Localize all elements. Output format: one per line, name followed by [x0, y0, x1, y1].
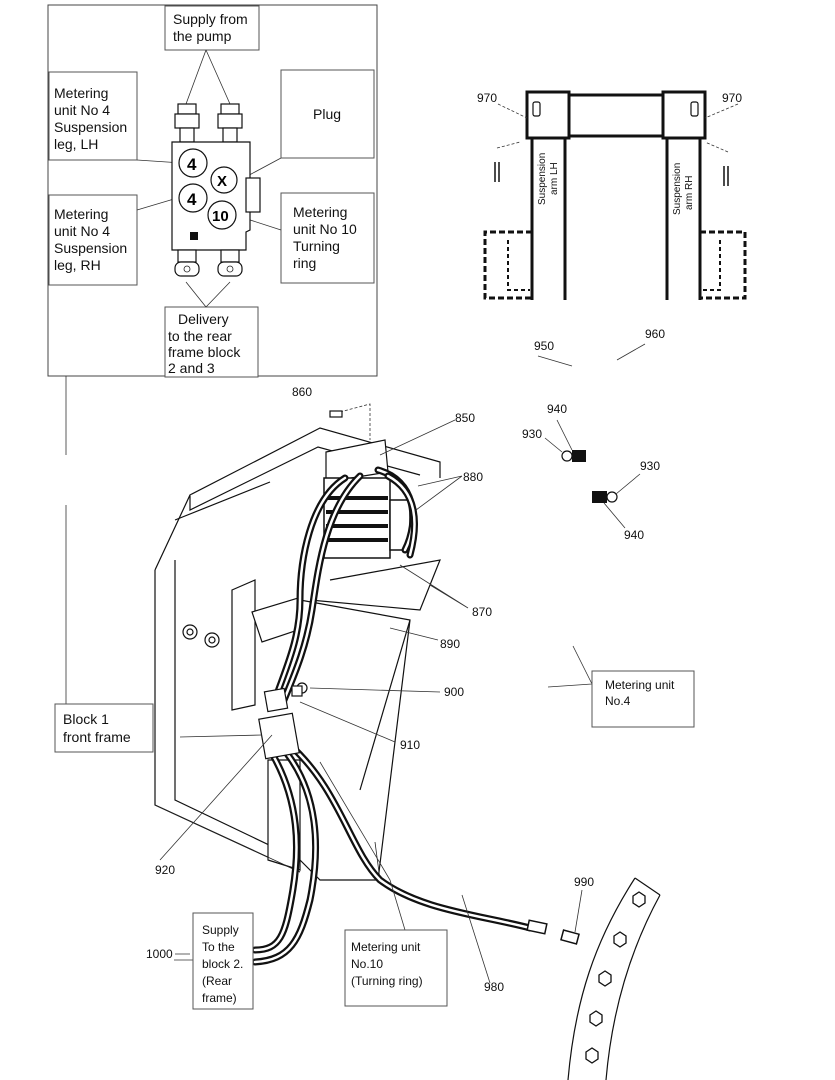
supply-from-pump-label: Supply from the pump: [173, 11, 252, 44]
suspension-arm-rh-label: Suspension arm RH: [672, 160, 695, 215]
inset-leaders: [136, 49, 282, 308]
supply-block2-label: Supply To the block 2. (Rear frame): [202, 923, 247, 1005]
part-970-left: 970: [477, 91, 497, 105]
metering-unit-no4-box: [591, 670, 695, 728]
supply-from-pump-box: [164, 5, 260, 51]
suspension-arm-lh-label: Suspension arm LH: [537, 150, 560, 205]
bottom-fittings: [174, 249, 243, 277]
part-950: 950: [534, 339, 554, 353]
side-tab: [245, 177, 261, 213]
fittings-930-940: [544, 419, 641, 529]
part-890: 890: [440, 637, 460, 651]
hoses: [251, 466, 548, 966]
part-960: 960: [645, 327, 665, 341]
turning-ring: [560, 877, 661, 1080]
suspension-frame: [483, 90, 747, 300]
port-4-top-mark: 4: [187, 155, 197, 174]
front-frame-block: [154, 427, 441, 881]
metering-4-lh-box: [48, 71, 138, 161]
metering-10-label: Metering unit No 10 Turning ring: [293, 204, 361, 271]
part-970-right: 970: [722, 91, 742, 105]
part-930-right: 930: [640, 459, 660, 473]
part-1000: 1000: [146, 947, 173, 961]
top-fittings: [174, 103, 243, 143]
part-860: 860: [292, 385, 312, 399]
port-10-ring: [207, 200, 237, 230]
metering-4-rh-box: [48, 194, 138, 286]
leader-960: [616, 343, 646, 361]
delivery-label: Delivery to the rear frame block 2 and 3: [168, 311, 244, 376]
port-x-mark: X: [217, 173, 227, 190]
port-10-mark: 10: [212, 208, 229, 225]
leader-metering-no4: [547, 645, 593, 688]
part-930-top: 930: [522, 427, 542, 441]
part-940-top: 940: [547, 402, 567, 416]
plug-box: [280, 69, 375, 159]
port-4-bottom-mark: 4: [187, 190, 197, 209]
part-880: 880: [463, 470, 483, 484]
plug-label: Plug: [313, 106, 341, 122]
metering-4-rh-label: Metering unit No 4 Suspension leg, RH: [54, 206, 131, 273]
part-870: 870: [472, 605, 492, 619]
block-logo-mark: [190, 232, 198, 240]
part-910: 910: [400, 738, 420, 752]
port-4-bottom-ring: [178, 183, 208, 213]
metering-4-lh-label: Metering unit No 4 Suspension leg, LH: [54, 85, 131, 152]
metering-10-box: [280, 192, 375, 284]
part-940-bottom: 940: [624, 528, 644, 542]
metering-unit-no4-label: Metering unit No.4: [605, 678, 678, 708]
part-990: 990: [574, 875, 594, 889]
block1-box: [54, 703, 154, 753]
part-980: 980: [484, 980, 504, 994]
metering-no10-box: [344, 929, 448, 1007]
port-x-ring: [210, 166, 238, 194]
port-4-top-ring: [178, 148, 208, 178]
metering-no10-label: Metering unit No.10 (Turning ring): [351, 940, 424, 988]
part-920: 920: [155, 863, 175, 877]
supply-block2-box: [192, 912, 254, 1010]
main-leaders: [159, 419, 583, 984]
leader-950: [537, 355, 573, 367]
part-900: 900: [444, 685, 464, 699]
block1-connectors: [258, 682, 308, 760]
inset-metering-block: Supply from the pump Plug Metering unit …: [47, 4, 378, 378]
block1-label: Block 1 front frame: [63, 711, 131, 745]
delivery-box: [164, 306, 259, 378]
part-850: 850: [455, 411, 475, 425]
